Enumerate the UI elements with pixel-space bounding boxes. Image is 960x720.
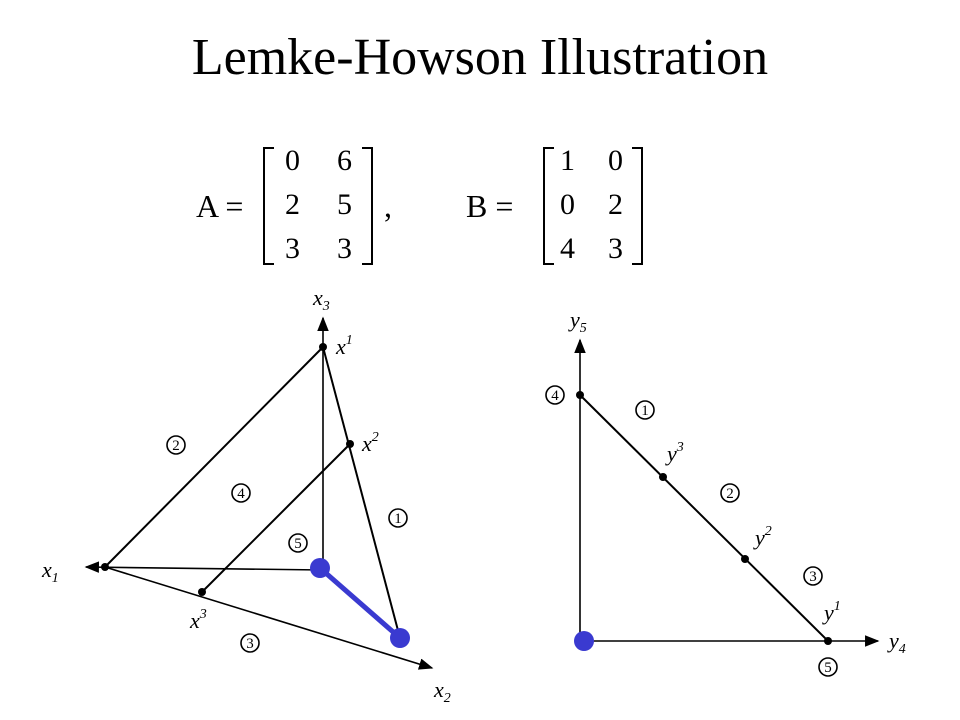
svg-text:2: 2 bbox=[726, 486, 734, 502]
axis-point-dot bbox=[576, 391, 584, 399]
vertex-x2-label: x2 bbox=[361, 430, 379, 456]
edge-x1-top bbox=[104, 346, 324, 568]
matrix-b-label: B = bbox=[466, 188, 513, 224]
vertex-x1-dot bbox=[319, 343, 327, 351]
matrix-b-left-bracket bbox=[543, 147, 554, 265]
vertex-y1-dot bbox=[824, 637, 832, 645]
matrix-a-comma: , bbox=[384, 188, 392, 224]
svg-text:1: 1 bbox=[641, 403, 649, 419]
matrix-a-left-bracket bbox=[263, 147, 274, 265]
svg-text:1: 1 bbox=[394, 511, 402, 527]
left-polytope-diagram: x3 x1 x2 x1 x2 x3 2 4 5 1 3 bbox=[41, 285, 451, 706]
x2-highlight-dot bbox=[390, 628, 410, 648]
edge-hypotenuse bbox=[579, 394, 829, 642]
page-title: Lemke-Howson Illustration bbox=[191, 29, 769, 86]
edge-x3-x2-vertex bbox=[201, 443, 351, 593]
matrix-b-right-bracket bbox=[632, 147, 643, 265]
svg-text:2: 2 bbox=[172, 438, 180, 454]
matrix-b-cell: 0 bbox=[560, 188, 575, 221]
vertex-y2-label: y2 bbox=[753, 524, 772, 550]
svg-text:3: 3 bbox=[246, 636, 254, 652]
region-label: 4 bbox=[231, 483, 251, 503]
matrix-a-cell: 3 bbox=[285, 232, 300, 265]
region-label: 1 bbox=[635, 400, 655, 420]
edge-top-x2 bbox=[322, 346, 401, 639]
axis-point-dot bbox=[101, 563, 109, 571]
matrix-b-cell: 3 bbox=[608, 232, 623, 265]
matrix-a-right-bracket bbox=[362, 147, 373, 265]
x2-axis bbox=[104, 566, 434, 670]
matrix-b: B = 1 0 0 2 4 3 bbox=[466, 144, 643, 265]
svg-text:4: 4 bbox=[551, 388, 559, 404]
region-label: 3 bbox=[240, 633, 260, 653]
matrix-b-cell: 2 bbox=[608, 188, 623, 221]
svg-text:3: 3 bbox=[809, 569, 817, 585]
vertex-x1-label: x1 bbox=[335, 333, 353, 359]
vertex-x2-dot bbox=[346, 440, 354, 448]
region-label: 2 bbox=[166, 435, 186, 455]
origin-highlight-dot bbox=[310, 558, 330, 578]
x3-axis-label: x3 bbox=[312, 285, 330, 314]
right-polytope-diagram: y5 y4 y3 y2 y1 4 1 2 3 5 bbox=[545, 307, 906, 677]
svg-text:4: 4 bbox=[237, 486, 245, 502]
matrix-b-cell: 0 bbox=[608, 144, 623, 177]
vertex-y2-dot bbox=[741, 555, 749, 563]
x1-axis bbox=[84, 561, 324, 573]
matrix-a-label: A = bbox=[196, 188, 243, 224]
matrix-b-cell: 1 bbox=[560, 144, 575, 177]
vertex-x3-dot bbox=[198, 588, 206, 596]
vertex-y3-dot bbox=[659, 473, 667, 481]
y5-axis-label: y5 bbox=[568, 307, 587, 336]
region-label: 2 bbox=[720, 483, 740, 503]
matrix-a-cell: 5 bbox=[337, 188, 352, 221]
matrix-b-cell: 4 bbox=[560, 232, 575, 265]
x2-axis-label: x2 bbox=[433, 677, 451, 706]
origin-highlight-dot bbox=[574, 631, 594, 651]
matrix-a-cell: 6 bbox=[337, 144, 352, 177]
region-label: 3 bbox=[803, 566, 823, 586]
region-label: 5 bbox=[288, 533, 308, 553]
vertex-x3-label: x3 bbox=[189, 607, 207, 633]
svg-text:5: 5 bbox=[824, 660, 832, 676]
vertex-y1-label: y1 bbox=[822, 599, 841, 625]
matrix-a-cell: 0 bbox=[285, 144, 300, 177]
matrix-a-cell: 2 bbox=[285, 188, 300, 221]
highlight-path-left bbox=[318, 566, 402, 640]
y4-axis-label: y4 bbox=[887, 628, 906, 657]
region-label: 4 bbox=[545, 385, 565, 405]
svg-text:5: 5 bbox=[294, 536, 302, 552]
region-label: 1 bbox=[388, 508, 408, 528]
x1-axis-label: x1 bbox=[41, 557, 59, 586]
matrix-a: A = 0 6 2 5 3 3 , bbox=[196, 144, 392, 265]
region-label: 5 bbox=[818, 657, 838, 677]
matrix-a-cell: 3 bbox=[337, 232, 352, 265]
vertex-y3-label: y3 bbox=[665, 440, 684, 466]
